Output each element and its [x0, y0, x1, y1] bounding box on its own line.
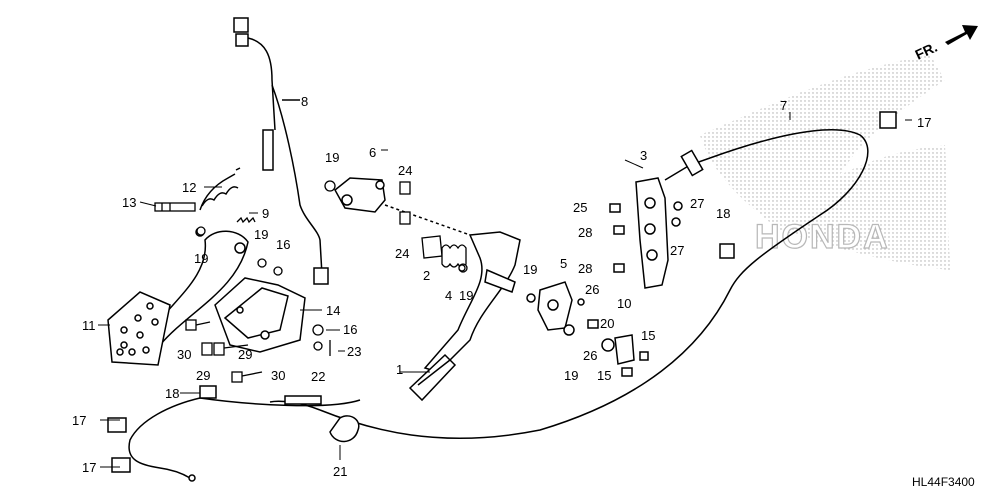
- callout-30b: 30: [271, 368, 285, 383]
- callout-19a: 19: [325, 150, 339, 165]
- callout-22: 22: [311, 369, 325, 384]
- callout-9: 9: [262, 206, 269, 221]
- watermark-text: HONDA: [755, 218, 890, 256]
- callout-27b: 27: [670, 243, 684, 258]
- callout-3: 3: [640, 148, 647, 163]
- callout-24a: 24: [398, 163, 412, 178]
- callout-28b: 28: [578, 261, 592, 276]
- brake-pedal: [107, 227, 249, 366]
- callout-19c: 19: [254, 227, 268, 242]
- accelerator-pedal: [408, 231, 521, 402]
- callout-20: 20: [600, 316, 614, 331]
- left-fasteners: [185, 226, 331, 383]
- callout-labels: 1 2 3 4 5 6 7 8 9 10 11 12 13 14 15 15 1…: [72, 94, 931, 479]
- callout-1: 1: [396, 362, 403, 377]
- front-direction-marker: FR.: [913, 25, 978, 63]
- front-direction-label: FR.: [913, 39, 940, 63]
- callout-2: 2: [423, 268, 430, 283]
- callout-16b: 16: [343, 322, 357, 337]
- callout-29b: 29: [196, 368, 210, 383]
- return-spring: [199, 167, 241, 211]
- callout-23: 23: [347, 344, 361, 359]
- cable-mount-bracket: [609, 177, 683, 289]
- callout-13: 13: [122, 195, 136, 210]
- callout-18a: 18: [716, 206, 730, 221]
- callout-24b: 24: [395, 246, 409, 261]
- callout-19f: 19: [564, 368, 578, 383]
- callout-21: 21: [333, 464, 347, 479]
- callout-18b: 18: [165, 386, 179, 401]
- pivot-bolt: [154, 202, 196, 212]
- callout-26b: 26: [583, 348, 597, 363]
- watermark: HONDA: [700, 55, 950, 270]
- callout-12: 12: [182, 180, 196, 195]
- pedal-bracket: [214, 277, 306, 353]
- callout-5: 5: [560, 256, 567, 271]
- callout-17b: 17: [72, 413, 86, 428]
- leader-lines: [98, 99, 912, 468]
- callout-19b: 19: [194, 251, 208, 266]
- lower-cable: [107, 243, 735, 482]
- diagram-code: HL44F3400: [912, 475, 975, 489]
- callout-17c: 17: [82, 460, 96, 475]
- small-spring: [236, 216, 256, 224]
- callout-14: 14: [326, 303, 340, 318]
- callout-7: 7: [780, 98, 787, 113]
- callout-26a: 26: [585, 282, 599, 297]
- callout-27a: 27: [690, 196, 704, 211]
- callout-6: 6: [369, 145, 376, 160]
- callout-29a: 29: [238, 347, 252, 362]
- callout-11: 11: [82, 318, 96, 333]
- callout-19d: 19: [459, 288, 473, 303]
- callout-15b: 15: [597, 368, 611, 383]
- callout-4: 4: [445, 288, 452, 303]
- throttle-sensor-bracket: [526, 281, 649, 377]
- callout-15a: 15: [641, 328, 655, 343]
- callout-8: 8: [301, 94, 308, 109]
- callout-10: 10: [617, 296, 631, 311]
- callout-16a: 16: [276, 237, 290, 252]
- callout-28a: 28: [578, 225, 592, 240]
- callout-30a: 30: [177, 347, 191, 362]
- accelerator-link: [334, 177, 471, 236]
- callout-17a: 17: [917, 115, 931, 130]
- callout-25: 25: [573, 200, 587, 215]
- callout-19e: 19: [523, 262, 537, 277]
- center-pivot-parts: [324, 180, 468, 273]
